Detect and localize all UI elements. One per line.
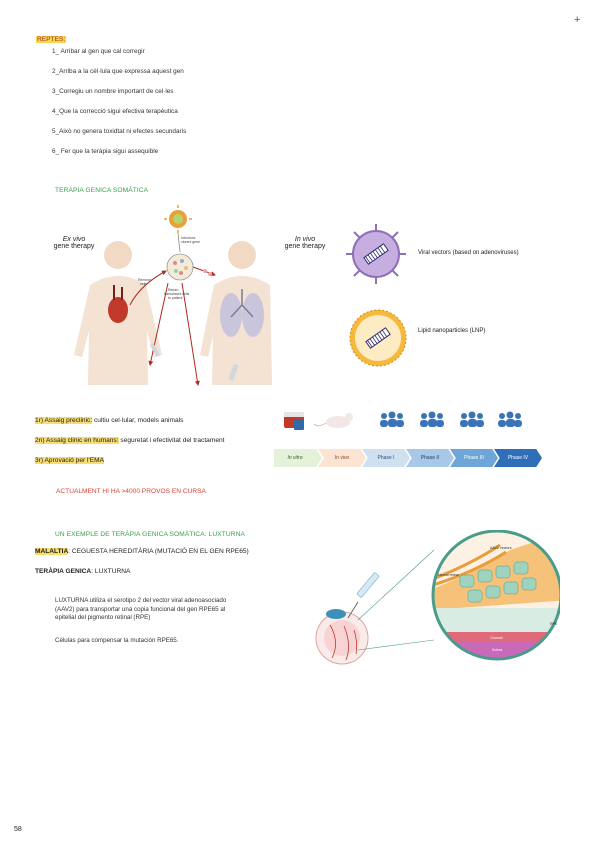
people-icon-2 — [420, 411, 444, 427]
introduce-gene-label: Introduce — [181, 236, 196, 240]
virus-icon — [164, 205, 192, 233]
people-icon-1 — [380, 411, 404, 427]
ex-vivo-illustration: Introduce cloned gene Remove cells Retur… — [74, 205, 272, 386]
viral-vectors-label: Viral vectors (based on adenoviruses) — [418, 250, 519, 256]
phase-chevron: Phase IV — [494, 449, 542, 467]
sclera-label: Sclera — [492, 648, 502, 652]
luxturna-paragraph: LUXTURNA utiliza el serotipo 2 del vecto… — [55, 597, 227, 622]
phase-chevron: Phase III — [450, 449, 498, 467]
trials-count-note: ACTUALMENT HI HA >4000 PROVOS EN CURSA — [56, 488, 206, 495]
svg-text:to patient: to patient — [168, 296, 182, 300]
lnp-label: Lipid nanoparticles (LNP) — [418, 328, 486, 334]
section-title-somatic: TERAPIA GENICA SOMÀTICA — [55, 187, 149, 194]
trial-phase-chevrons: In vitro In vivo Phase I Phase II Phase … — [274, 449, 544, 467]
assay-item-2: 2n) Assaig clinic en humans: seguretat i… — [35, 437, 225, 444]
malaltia-line: MALALTIA: CEGUESTA HEREDITÀRIA (MUTACIÓ … — [35, 548, 249, 555]
reptes-title: REPTES: — [36, 36, 67, 43]
phase-chevron: Phase I — [362, 449, 410, 467]
phase-chevron: Phase II — [406, 449, 454, 467]
cell-culture-icon — [284, 412, 304, 430]
svg-text:cloned gene: cloned gene — [181, 240, 200, 244]
viral-vector-icon — [346, 224, 406, 284]
list-item: 1_ Arribar al gen que cal corregir — [52, 48, 145, 55]
aav-vectors-label: AAV2 vectors — [490, 546, 512, 550]
in-vivo-label: In vivo gene therapy — [284, 236, 326, 250]
people-icon-4 — [498, 411, 522, 427]
terapia-line: TERÀPIA GENICA: LUXTURNA — [35, 568, 131, 575]
page-number: 58 — [14, 826, 22, 833]
list-item: 6_ Fer que la teràpia sigui assequible — [52, 148, 159, 155]
phase-chevron: In vivo — [318, 449, 366, 467]
list-item: 3_Corregiu un nombre important de cel·le… — [52, 88, 174, 95]
trial-phase-icons — [284, 411, 522, 430]
svg-text:cells: cells — [140, 282, 147, 286]
svg-text:transduced cells: transduced cells — [164, 292, 190, 296]
cells-note: Cèlulas para compensar la mutación RPE65… — [55, 637, 179, 644]
eye-icon — [315, 609, 369, 665]
people-icon-3 — [460, 411, 484, 427]
list-item: 4_Que la correcció sigui efectiva terapè… — [52, 108, 178, 115]
list-item: 5_Això no genera toxidtat ni efectes sec… — [52, 128, 187, 135]
ex-vivo-figure: Ex vivo gene therapy Introduce c — [30, 205, 280, 390]
lipid-nanoparticle-icon — [349, 309, 407, 367]
neural-retina-label: Neural retina — [438, 573, 459, 577]
assay-item-3: 3r) Aprovació per l'EMA — [35, 457, 105, 464]
phase-chevron: In vitro — [274, 449, 322, 467]
list-item: 2_Arriba a la cèl·lula que expressa aque… — [52, 68, 184, 75]
return-cells-label: Return — [168, 288, 179, 292]
assay-item-1: 1r) Assaig preclinic: cultiu cel·lular, … — [35, 417, 184, 424]
patient-body-left — [74, 241, 162, 385]
remove-cells-label: Remove — [138, 278, 151, 282]
choroid-label: Choroid — [490, 636, 503, 640]
mouse-icon — [313, 413, 353, 428]
patient-body-right — [200, 241, 272, 385]
corner-plus-mark: + — [574, 14, 581, 26]
syringe-icon — [347, 572, 380, 619]
rpe-label: RPE — [550, 622, 558, 626]
section-title-example: UN EXEMPLE DE TERÀPIA GENICA SOMÀTICA: L… — [55, 531, 245, 538]
eye-injection-illustration: AAV2 vectors Neural retina RPE Choroid S… — [315, 530, 560, 665]
ex-vivo-label: Ex vivo gene therapy — [53, 236, 95, 250]
